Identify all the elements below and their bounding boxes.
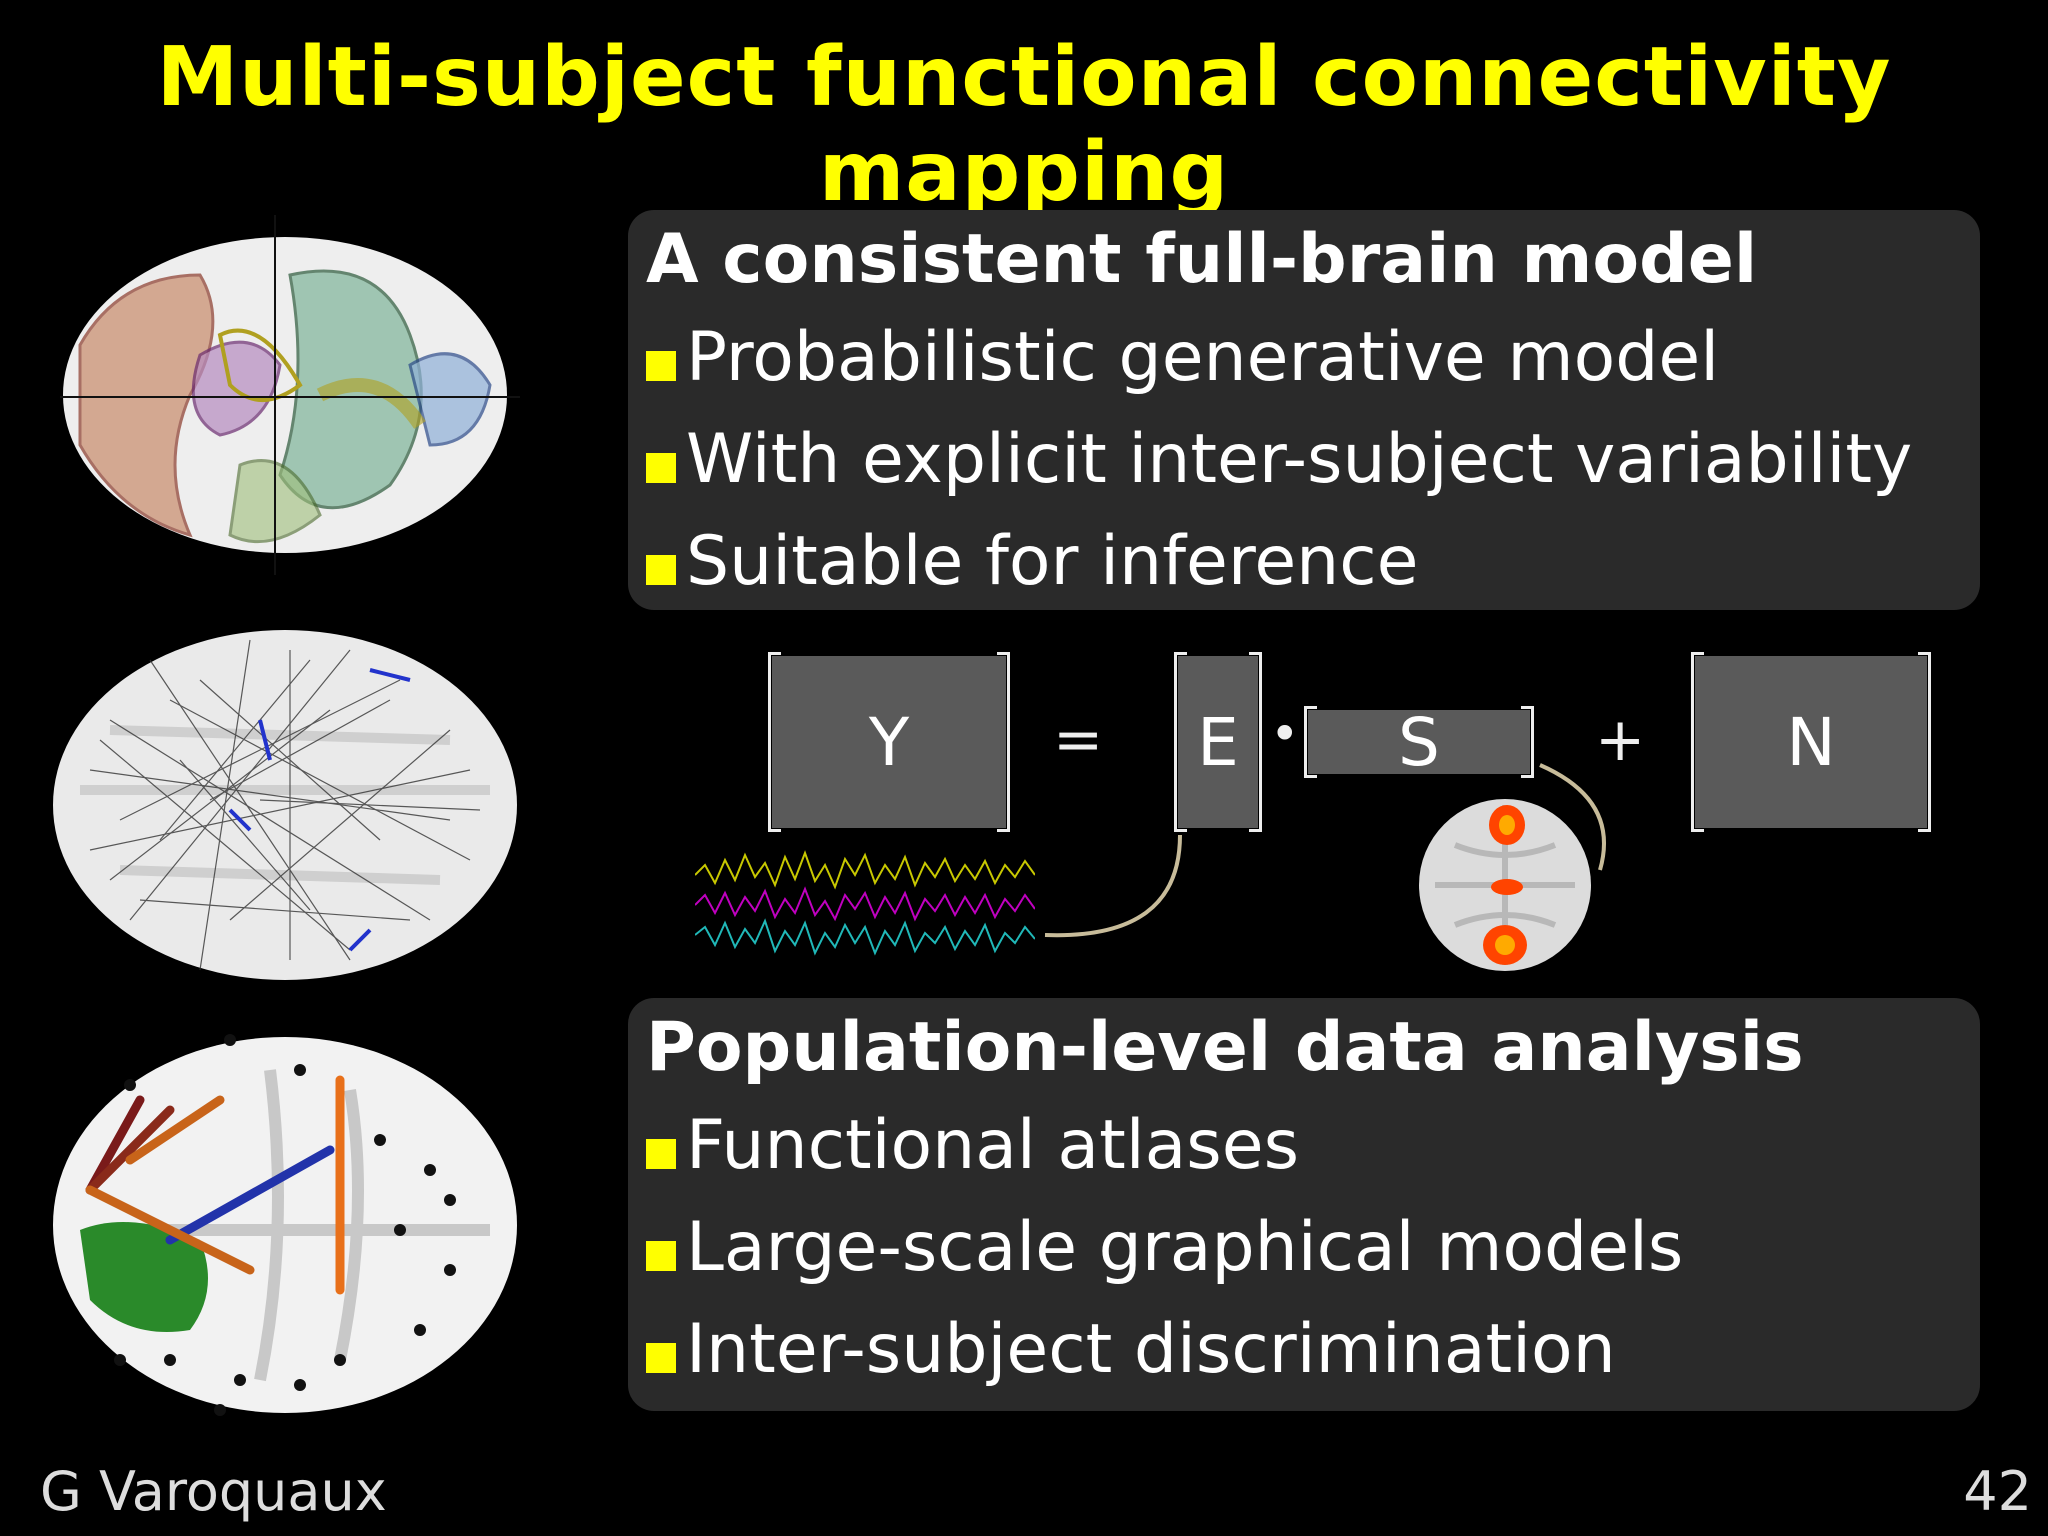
bullet-square-icon bbox=[646, 1138, 676, 1169]
matrix-y: Y bbox=[768, 652, 1010, 832]
bullet-square-icon bbox=[646, 452, 676, 483]
matrix-s-label: S bbox=[1398, 703, 1440, 781]
dot-operator: • bbox=[1270, 705, 1300, 763]
bullet-square-icon bbox=[646, 1342, 676, 1373]
list-item: Probabilistic generative model bbox=[646, 318, 1719, 397]
matrix-e: E bbox=[1174, 652, 1262, 832]
list-item: With explicit inter-subject variability bbox=[646, 420, 1912, 499]
brain-activation-map bbox=[1419, 799, 1591, 971]
analysis-box-heading: Population-level data analysis bbox=[646, 1008, 1804, 1087]
equals-sign: = bbox=[1053, 705, 1104, 775]
matrix-y-label: Y bbox=[868, 703, 910, 781]
author-footer: G Varoquaux bbox=[40, 1460, 387, 1523]
brain-connectivity-image bbox=[53, 1034, 517, 1416]
matrix-e-label: E bbox=[1197, 703, 1239, 781]
model-box: A consistent full-brain model Probabilis… bbox=[628, 210, 1980, 610]
time-series-image bbox=[695, 850, 1035, 956]
list-item-text: Large-scale graphical models bbox=[686, 1208, 1684, 1287]
bullet-square-icon bbox=[646, 1240, 676, 1271]
list-item: Inter-subject discrimination bbox=[646, 1310, 1616, 1389]
connector-lines bbox=[1044, 763, 1606, 938]
bullet-square-icon bbox=[646, 350, 676, 381]
brain-atlas-image bbox=[60, 215, 520, 575]
list-item: Large-scale graphical models bbox=[646, 1208, 1683, 1287]
list-item-text: Inter-subject discrimination bbox=[686, 1310, 1616, 1389]
page-number: 42 bbox=[1963, 1460, 2032, 1523]
analysis-box: Population-level data analysis Functiona… bbox=[628, 998, 1980, 1411]
list-item: Functional atlases bbox=[646, 1106, 1299, 1185]
matrix-s: S bbox=[1304, 704, 1534, 781]
list-item-text: Suitable for inference bbox=[686, 522, 1419, 601]
list-item-text: With explicit inter-subject variability bbox=[686, 420, 1913, 499]
slide-title: Multi-subject functional connectivity ma… bbox=[156, 30, 1892, 220]
matrix-n-label: N bbox=[1786, 703, 1836, 781]
model-box-heading: A consistent full-brain model bbox=[646, 220, 1758, 299]
matrix-n: N bbox=[1691, 652, 1931, 832]
plus-sign: + bbox=[1595, 705, 1646, 775]
bullet-square-icon bbox=[646, 554, 676, 585]
list-item: Suitable for inference bbox=[646, 522, 1419, 601]
list-item-text: Probabilistic generative model bbox=[686, 318, 1720, 397]
list-item-text: Functional atlases bbox=[686, 1106, 1299, 1185]
brain-network-image bbox=[53, 630, 517, 980]
